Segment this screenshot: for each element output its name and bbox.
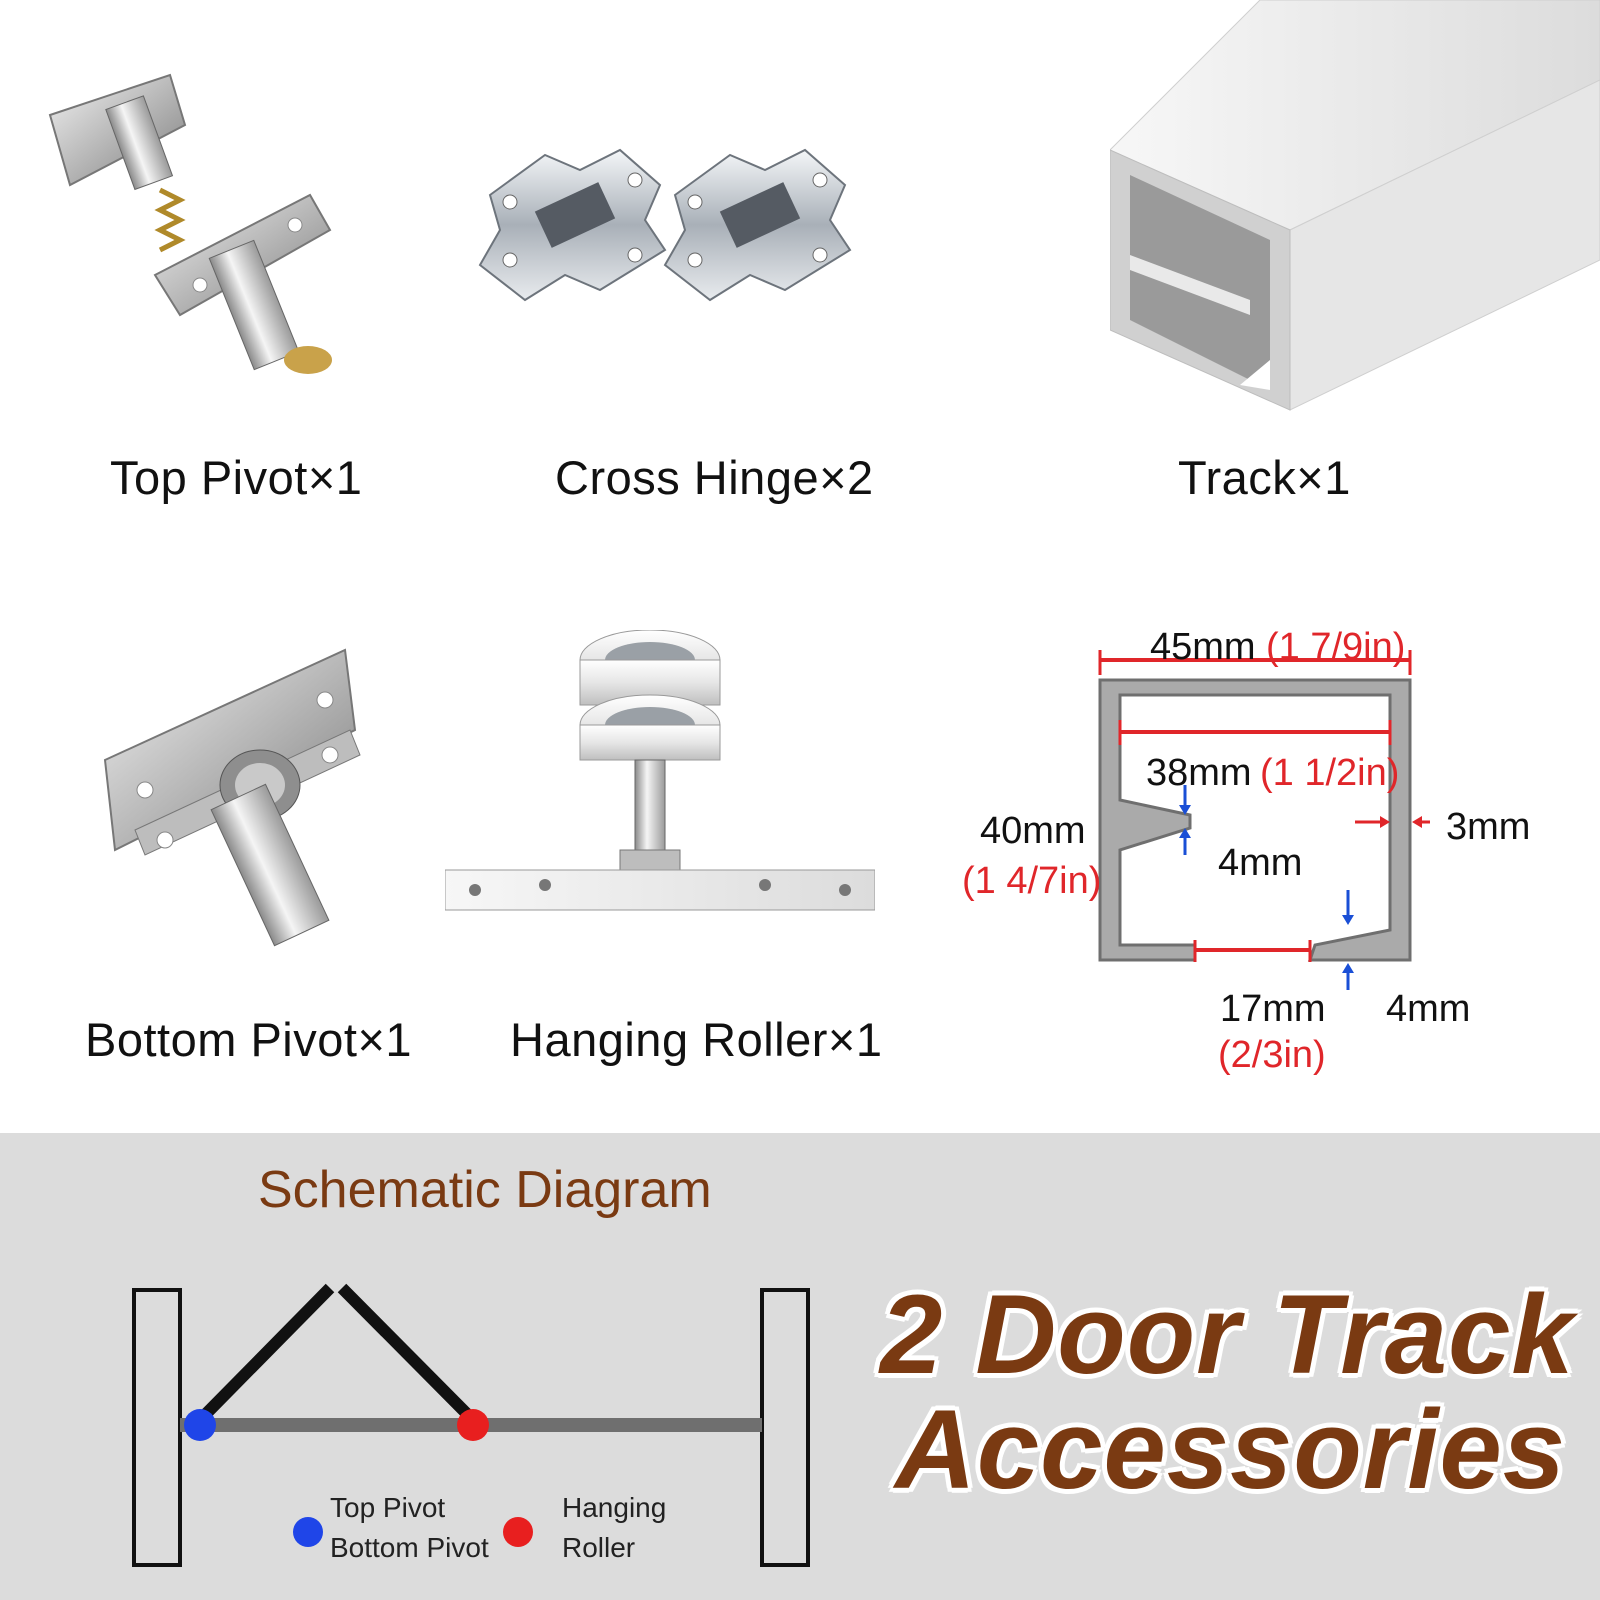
height-in: (1 4/7in) [962, 860, 1102, 902]
schematic-panel [0, 1133, 1600, 1600]
bottom-pivot-label: Bottom Pivot×1 [85, 1013, 413, 1066]
outer-width-in: (1 7/9in) [1266, 626, 1406, 668]
cross-hinge-image [478, 148, 667, 302]
legend-hanging: Hanging [562, 1492, 667, 1523]
hanging-roller-image [445, 630, 875, 911]
headline-line-2: Accessories [895, 1387, 1567, 1512]
cross-hinge-image [663, 148, 852, 302]
track-label: Track×1 [1178, 451, 1351, 504]
door-panel-right [337, 1283, 480, 1427]
outer-width-mm: 45mm [1150, 626, 1256, 668]
height-mm: 40mm [980, 810, 1086, 852]
top-pivot-dot [184, 1409, 216, 1441]
door-panel-left [193, 1283, 335, 1427]
gap-in: (2/3in) [1218, 1034, 1326, 1076]
inner-width-in: (1 1/2in) [1260, 752, 1400, 794]
top-pivot-image [48, 73, 332, 374]
lip-top-thickness: 4mm [1218, 842, 1303, 884]
hanging-roller-dot [457, 1409, 489, 1441]
right-door-jamb [760, 1288, 810, 1567]
bottom-pivot-image [103, 648, 361, 947]
legend-blue-dot [293, 1517, 323, 1547]
schematic-title: Schematic Diagram [258, 1161, 712, 1219]
legend-bottom-pivot: Bottom Pivot [330, 1532, 489, 1563]
headline-line-1: 2 Door Track [880, 1272, 1575, 1397]
legend-red-dot [503, 1517, 533, 1547]
track-cross-section-diagram [1098, 650, 1430, 990]
cross-hinge-label: Cross Hinge×2 [555, 451, 874, 504]
inner-width-mm: 38mm [1146, 752, 1252, 794]
hanging-roller-label: Hanging Roller×1 [510, 1013, 883, 1066]
wall-thickness: 3mm [1446, 806, 1531, 848]
track-image [1110, 0, 1600, 411]
legend-roller: Roller [562, 1532, 636, 1563]
left-door-jamb [132, 1288, 182, 1567]
legend-top-pivot: Top Pivot [330, 1492, 446, 1523]
gap-mm: 17mm [1220, 988, 1326, 1030]
lip-bottom-thickness: 4mm [1386, 988, 1471, 1030]
top-pivot-label: Top Pivot×1 [110, 451, 363, 504]
schematic-diagram [132, 1283, 810, 1567]
